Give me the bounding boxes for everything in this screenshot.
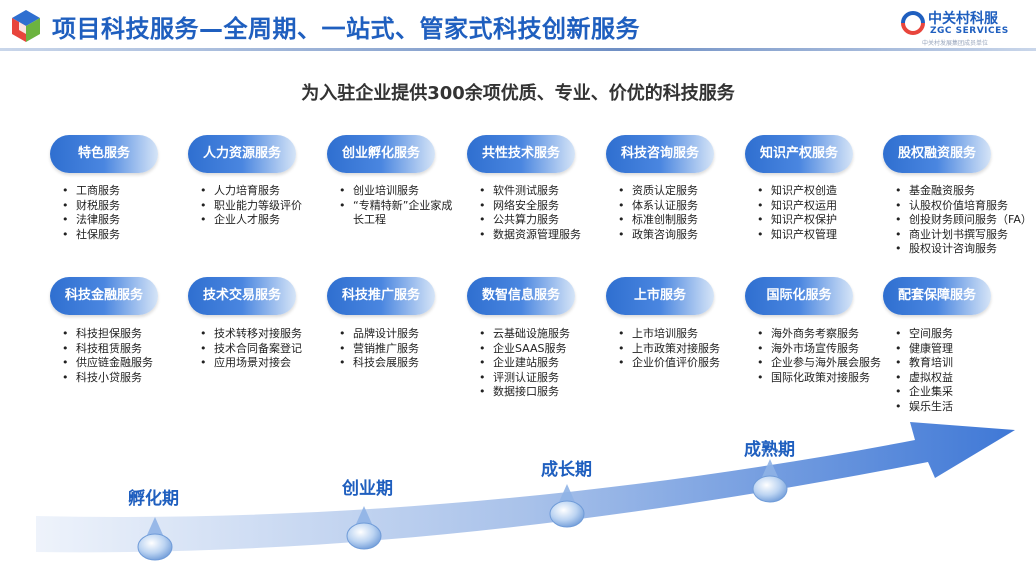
list-item: 社保服务 bbox=[62, 228, 120, 243]
category-pill: 科技咨询服务 bbox=[606, 135, 714, 173]
stage-marker-icon bbox=[135, 515, 175, 561]
list-item: 法律服务 bbox=[62, 213, 120, 228]
category-items: 基金融资服务认股权价值培育服务创投财务顾问服务（FA）商业计划书撰写服务股权设计… bbox=[895, 184, 1032, 257]
category-pill: 上市服务 bbox=[606, 277, 714, 315]
list-item: 商业计划书撰写服务 bbox=[895, 228, 1032, 243]
category-pill: 知识产权服务 bbox=[745, 135, 853, 173]
stage-marker-icon bbox=[344, 504, 384, 550]
list-item: 公共算力服务 bbox=[479, 213, 581, 228]
stage-label: 创业期 bbox=[342, 474, 393, 499]
category-items: 工商服务财税服务法律服务社保服务 bbox=[62, 184, 120, 242]
list-item: 虚拟权益 bbox=[895, 371, 953, 386]
brand-subtitle: 中关村发展集团成员单位 bbox=[922, 38, 988, 47]
category-items: 资质认定服务体系认证服务标准创制服务政策咨询服务 bbox=[618, 184, 698, 242]
list-item: 创投财务顾问服务（FA） bbox=[895, 213, 1032, 228]
list-item: 企业建站服务 bbox=[479, 356, 570, 371]
list-item: 技术转移对接服务 bbox=[200, 327, 302, 342]
category-items: 上市培训服务上市政策对接服务企业价值评价服务 bbox=[618, 327, 720, 371]
list-item: 企业价值评价服务 bbox=[618, 356, 720, 371]
category-pill: 数智信息服务 bbox=[467, 277, 575, 315]
list-item: 基金融资服务 bbox=[895, 184, 1032, 199]
list-item: 云基础设施服务 bbox=[479, 327, 570, 342]
list-item: 海外市场宣传服务 bbox=[757, 342, 881, 357]
list-item: 国际化政策对接服务 bbox=[757, 371, 881, 386]
category-items: 创业培训服务“专精特新”企业家成长工程 bbox=[339, 184, 453, 228]
category-pill: 科技推广服务 bbox=[327, 277, 435, 315]
list-item: 知识产权创造 bbox=[757, 184, 837, 199]
zgc-logo-icon bbox=[898, 8, 928, 38]
category-pill: 国际化服务 bbox=[745, 277, 853, 315]
header: 项目科技服务—全周期、一站式、管家式科技创新服务 中关村科服 ZGC SERVI… bbox=[0, 0, 1036, 52]
list-item: 海外商务考察服务 bbox=[757, 327, 881, 342]
brand-logo: 中关村科服 ZGC SERVICES 中关村发展集团成员单位 bbox=[898, 6, 1018, 46]
list-item: 创业培训服务 bbox=[339, 184, 453, 199]
category-items: 云基础设施服务企业SAAS服务企业建站服务评测认证服务数据接口服务 bbox=[479, 327, 570, 400]
list-item: 科技租赁服务 bbox=[62, 342, 153, 357]
category-items: 人力培育服务职业能力等级评价企业人才服务 bbox=[200, 184, 302, 228]
category-pill: 技术交易服务 bbox=[188, 277, 296, 315]
category-items: 海外商务考察服务海外市场宣传服务企业参与海外展会服务国际化政策对接服务 bbox=[757, 327, 881, 385]
category-pill: 创业孵化服务 bbox=[327, 135, 435, 173]
list-item: 政策咨询服务 bbox=[618, 228, 698, 243]
list-item: 股权设计咨询服务 bbox=[895, 242, 1032, 257]
category-pill: 特色服务 bbox=[50, 135, 158, 173]
list-item: 网络安全服务 bbox=[479, 199, 581, 214]
category-pill: 股权融资服务 bbox=[883, 135, 991, 173]
page-title: 项目科技服务—全周期、一站式、管家式科技创新服务 bbox=[52, 9, 640, 44]
list-item: 知识产权运用 bbox=[757, 199, 837, 214]
category-items: 科技担保服务科技租赁服务供应链金融服务科技小贷服务 bbox=[62, 327, 153, 385]
list-item: 技术合同备案登记 bbox=[200, 342, 302, 357]
list-item: 职业能力等级评价 bbox=[200, 199, 302, 214]
stage-label: 孵化期 bbox=[128, 484, 179, 509]
list-item: 空间服务 bbox=[895, 327, 953, 342]
logo-cube-icon bbox=[10, 8, 42, 44]
list-item: 科技小贷服务 bbox=[62, 371, 153, 386]
list-item: 营销推广服务 bbox=[339, 342, 419, 357]
list-item: 教育培训 bbox=[895, 356, 953, 371]
list-item: 认股权价值培育服务 bbox=[895, 199, 1032, 214]
list-item: 应用场景对接会 bbox=[200, 356, 302, 371]
list-item: 上市政策对接服务 bbox=[618, 342, 720, 357]
list-item: 企业集采 bbox=[895, 385, 953, 400]
subtitle: 为入驻企业提供300余项优质、专业、价优的科技服务 bbox=[0, 79, 1036, 105]
list-item: 上市培训服务 bbox=[618, 327, 720, 342]
list-item: 知识产权管理 bbox=[757, 228, 837, 243]
category-items: 技术转移对接服务技术合同备案登记应用场景对接会 bbox=[200, 327, 302, 371]
list-item: 人力培育服务 bbox=[200, 184, 302, 199]
category-items: 品牌设计服务营销推广服务科技会展服务 bbox=[339, 327, 419, 371]
header-divider bbox=[0, 48, 1036, 51]
stage-label: 成长期 bbox=[541, 455, 592, 480]
list-item: 工商服务 bbox=[62, 184, 120, 199]
list-item: 数据资源管理服务 bbox=[479, 228, 581, 243]
list-item: 企业SAAS服务 bbox=[479, 342, 570, 357]
list-item: 企业人才服务 bbox=[200, 213, 302, 228]
list-item: 健康管理 bbox=[895, 342, 953, 357]
category-items: 知识产权创造知识产权运用知识产权保护知识产权管理 bbox=[757, 184, 837, 242]
list-item: 评测认证服务 bbox=[479, 371, 570, 386]
list-item: 科技会展服务 bbox=[339, 356, 419, 371]
category-pill: 配套保障服务 bbox=[883, 277, 991, 315]
list-item: 软件测试服务 bbox=[479, 184, 581, 199]
category-pill: 科技金融服务 bbox=[50, 277, 158, 315]
list-item: 财税服务 bbox=[62, 199, 120, 214]
brand-name-en: ZGC SERVICES bbox=[930, 26, 1009, 36]
list-item: 企业参与海外展会服务 bbox=[757, 356, 881, 371]
category-items: 软件测试服务网络安全服务公共算力服务数据资源管理服务 bbox=[479, 184, 581, 242]
list-item: 知识产权保护 bbox=[757, 213, 837, 228]
list-item: 供应链金融服务 bbox=[62, 356, 153, 371]
category-pill: 共性技术服务 bbox=[467, 135, 575, 173]
list-item: 标准创制服务 bbox=[618, 213, 698, 228]
list-item: 体系认证服务 bbox=[618, 199, 698, 214]
stage-marker-icon bbox=[547, 482, 587, 528]
list-item: 资质认定服务 bbox=[618, 184, 698, 199]
brand-name-cn: 中关村科服 bbox=[928, 8, 998, 28]
stage-marker-icon bbox=[750, 457, 790, 503]
list-item: “专精特新”企业家成长工程 bbox=[339, 199, 453, 228]
list-item: 品牌设计服务 bbox=[339, 327, 419, 342]
list-item: 数据接口服务 bbox=[479, 385, 570, 400]
list-item: 科技担保服务 bbox=[62, 327, 153, 342]
category-pill: 人力资源服务 bbox=[188, 135, 296, 173]
